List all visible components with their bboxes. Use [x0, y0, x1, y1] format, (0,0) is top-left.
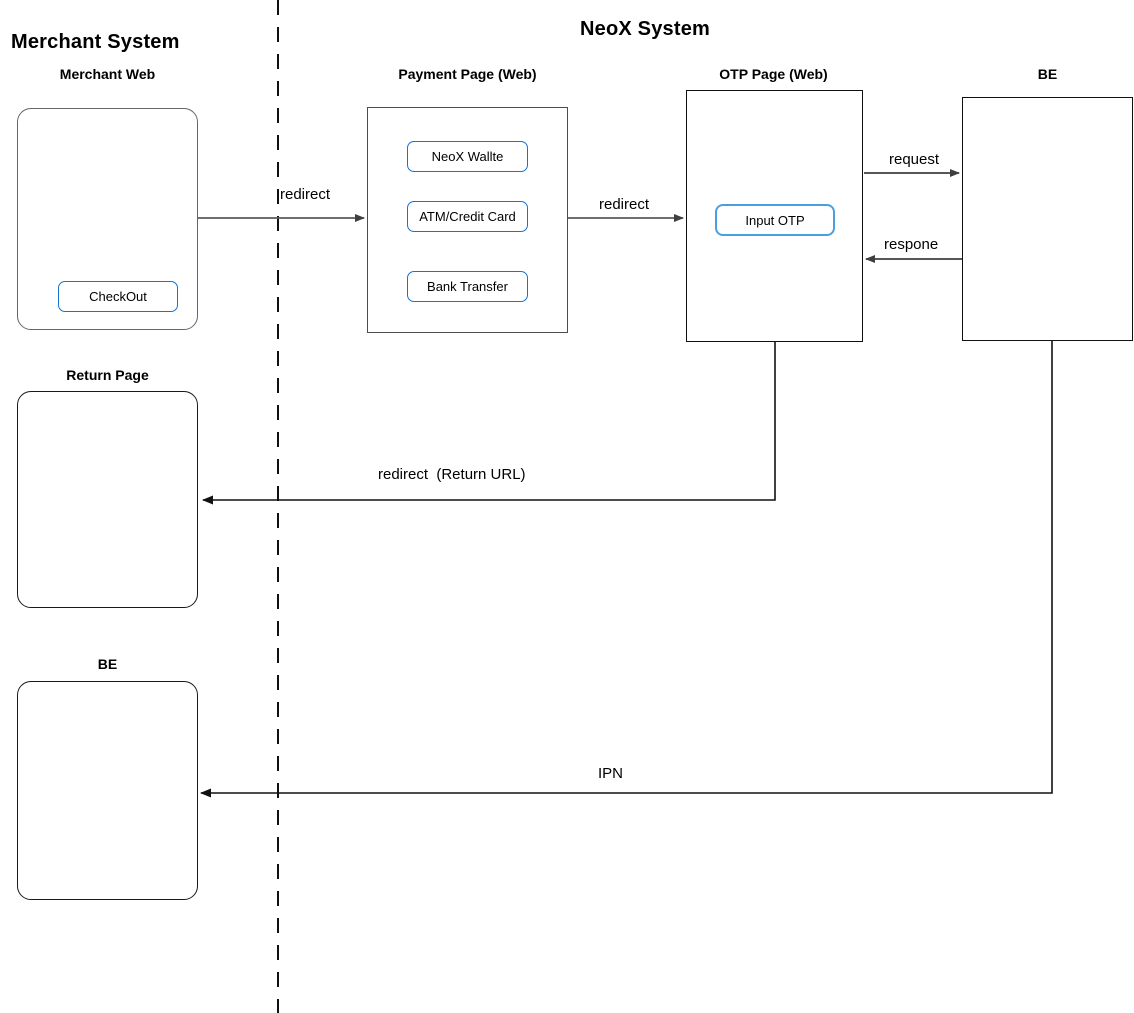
merchant-be-title: BE	[97, 656, 118, 672]
payment-page-title: Payment Page (Web)	[398, 66, 537, 82]
payment-option-atm-credit-card[interactable]: ATM/Credit Card	[407, 201, 528, 232]
neox-be-title: BE	[1037, 66, 1058, 82]
merchant-web-title: Merchant Web	[59, 66, 156, 82]
otp-page-box: Input OTP	[686, 90, 863, 342]
edge-label-checkout-to-payment: redirect	[280, 186, 331, 203]
edge-label-otp-to-be-request: request	[889, 151, 940, 168]
checkout-button[interactable]: CheckOut	[58, 281, 178, 312]
edge-label-payment-to-otp: redirect	[599, 196, 650, 213]
input-otp-button[interactable]: Input OTP	[715, 204, 835, 236]
edge-label-be-to-otp-respone: respone	[884, 236, 939, 253]
otp-page-title: OTP Page (Web)	[719, 66, 828, 82]
payment-page-box: NeoX Wallte ATM/Credit Card Bank Transfe…	[367, 107, 568, 333]
edge-label-be-to-merchant-be-ipn: IPN	[598, 765, 624, 782]
merchant-web-box: CheckOut	[17, 108, 198, 330]
edge-label-otp-to-return: redirect (Return URL)	[378, 466, 526, 483]
merchant-be-box	[17, 681, 198, 900]
connector-be-to-merchant-be-ipn	[200, 341, 1053, 798]
return-page-title: Return Page	[66, 367, 149, 383]
payment-option-bank-transfer[interactable]: Bank Transfer	[407, 271, 528, 302]
payment-option-neox-wallet[interactable]: NeoX Wallte	[407, 141, 528, 172]
neox-be-box	[962, 97, 1133, 341]
merchant-system-title: Merchant System	[11, 31, 180, 53]
neox-system-title: NeoX System	[580, 18, 711, 40]
return-page-box	[17, 391, 198, 608]
